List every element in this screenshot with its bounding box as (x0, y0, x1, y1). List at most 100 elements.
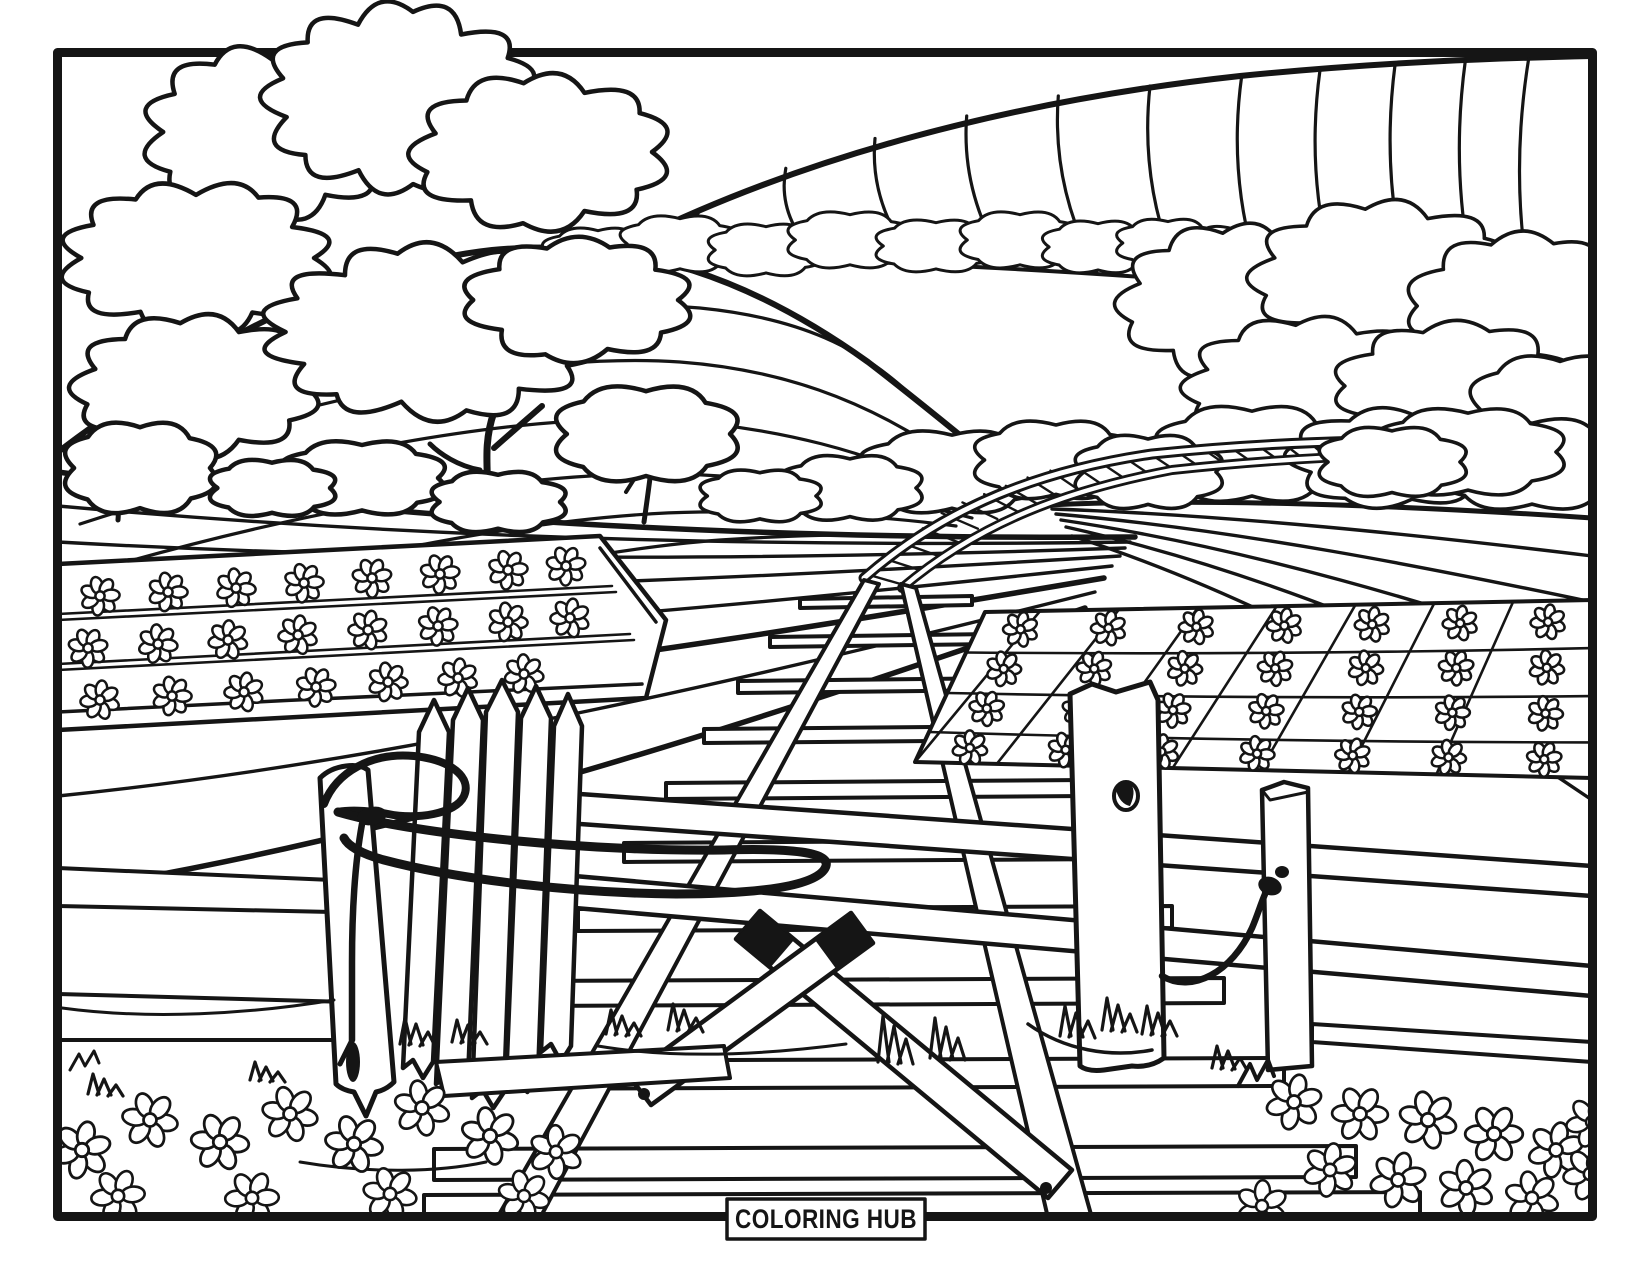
field-line (1050, 507, 1593, 558)
ground-line (298, 1160, 488, 1172)
flower (223, 671, 264, 713)
flower (80, 575, 121, 617)
knothole-dark (1116, 781, 1134, 806)
flower-center (362, 624, 374, 636)
brand-label: COLORING HUB (725, 1197, 927, 1241)
gate-picket (469, 677, 521, 1111)
flower-center (1540, 708, 1551, 719)
flower-center (310, 681, 322, 693)
flower-center (382, 1186, 398, 1202)
grass-tuft (1100, 996, 1139, 1034)
ground-line (596, 1042, 848, 1056)
post-bevel (1260, 788, 1310, 802)
flower-center (1548, 1142, 1564, 1158)
fence-rail (57, 992, 350, 1042)
grid-line (1347, 601, 1436, 774)
flower-center (1524, 1190, 1540, 1206)
flower-center (432, 620, 444, 632)
flower (1265, 607, 1302, 645)
flower (460, 1106, 520, 1166)
bush (698, 468, 823, 524)
grass-tuft (928, 1016, 967, 1062)
fence-wire (1158, 888, 1270, 986)
hill-right-crest (612, 53, 1593, 253)
plank-dark-tip (815, 913, 873, 970)
flower-center (292, 629, 304, 641)
brand-label-box (725, 1197, 927, 1241)
flower-center (1541, 662, 1553, 674)
flower (1166, 649, 1204, 687)
flower (1347, 649, 1385, 687)
flower (1303, 1142, 1357, 1198)
flower (1525, 741, 1563, 779)
fence-posts-right (1067, 679, 1315, 1073)
grid-line (1259, 603, 1357, 772)
flower (437, 657, 478, 699)
flower-center (1458, 1180, 1474, 1196)
flower-center (434, 568, 446, 580)
flower-center (1366, 619, 1378, 630)
flower (1369, 1151, 1427, 1209)
gate-post-left (317, 763, 397, 1119)
flower (488, 601, 529, 643)
flower-center (94, 694, 106, 706)
flower (1075, 650, 1113, 688)
flower (1333, 737, 1371, 775)
flower (1001, 610, 1039, 648)
flower (152, 675, 193, 717)
plank-dark-tip (736, 911, 794, 968)
grass-tuft (450, 1018, 489, 1046)
flower (1430, 738, 1468, 776)
flower-center (981, 703, 993, 714)
tree-canopy (62, 420, 219, 516)
flower-center (82, 642, 94, 654)
flower (545, 546, 587, 587)
plank-bolt (1040, 1182, 1052, 1194)
flower-center (1103, 622, 1114, 634)
flower (67, 628, 109, 669)
bed-flowers (67, 546, 590, 721)
flower-center (366, 572, 378, 584)
gate-picket (400, 697, 452, 1081)
wire-knot (1275, 866, 1289, 878)
tree-canopy (554, 384, 740, 484)
flower (488, 549, 529, 591)
flower-center (1251, 748, 1263, 759)
flower (1527, 694, 1565, 732)
flower-center (1360, 662, 1372, 674)
tree-canopy (462, 234, 693, 366)
flower-center (1322, 1162, 1338, 1178)
gate-post-right (1067, 679, 1167, 1073)
flower (324, 1115, 384, 1173)
flower-center (222, 634, 234, 646)
flower (79, 679, 120, 721)
flower-center (414, 1100, 430, 1116)
grass-mark (68, 1049, 101, 1072)
flower (368, 661, 409, 703)
bed-lip (598, 546, 658, 624)
rope-strand (348, 820, 366, 1044)
flower-center (560, 560, 572, 572)
flower-center (345, 1135, 363, 1153)
flower (1239, 734, 1276, 772)
flower (148, 571, 189, 613)
flower-center (1352, 1106, 1368, 1122)
flower (1528, 648, 1566, 686)
flower (1256, 650, 1294, 688)
flower (277, 614, 318, 656)
flower-center (238, 686, 250, 698)
flower (1398, 1090, 1458, 1150)
flower (207, 619, 249, 660)
flower (1177, 608, 1214, 646)
flower (1441, 604, 1478, 642)
flower-center (998, 663, 1010, 675)
flower (189, 1113, 251, 1171)
ground-line (60, 998, 336, 1016)
wire-knot (1258, 876, 1282, 896)
flower-center (1060, 744, 1071, 756)
flower-center (481, 1127, 499, 1145)
railway-tie (798, 594, 974, 610)
flower-center (298, 577, 310, 589)
grass-tuft (666, 1002, 705, 1034)
flower-center (73, 1141, 91, 1159)
